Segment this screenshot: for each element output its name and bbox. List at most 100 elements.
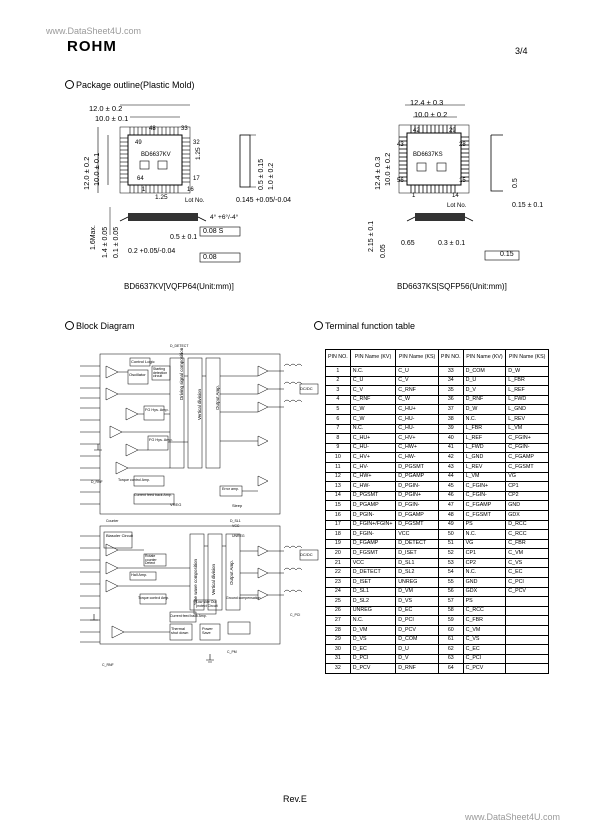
table-cell: 52 [437,548,464,559]
table-cell: N.C. [349,615,397,627]
table-cell: 12 [325,471,351,483]
bd-vertical-div-2: Vertical division [211,563,216,595]
table-cell: N.C. [462,567,507,579]
table-cell: D_V [395,653,439,665]
table-cell: 58 [437,605,464,617]
table-cell: C_PCI [462,653,507,665]
table-cell: D_PCV [395,625,439,636]
table-cell: L_REF [505,385,549,396]
kv-pin-17: 17 [193,176,200,182]
table-cell: 54 [437,567,464,579]
table-cell: D_ISET [349,577,397,588]
table-cell: D_PGIN- [349,509,397,521]
table-cell: D_EC [349,644,397,655]
table-cell: D_FGIN- [395,500,439,511]
bd-pin-c-pm: C_PM [227,650,237,654]
col-pin-no-2: PIN NO. [437,349,464,367]
table-cell [505,663,549,674]
table-cell: D_PGAMP [395,471,439,483]
kv-pin-16: 16 [187,187,194,193]
table-cell: CP2 [505,490,549,502]
table-cell: 37 [437,404,464,415]
table-cell: D_PGIN- [395,481,439,492]
table-cell: 29 [325,634,351,646]
table-cell: D_PCV [349,663,397,674]
table-cell: 16 [325,509,351,521]
bd-biasoler: Biasoler Circuit [106,533,133,538]
ks-height-outer: 12.4 ± 0.3 [373,156,382,190]
bd-vreg: VREG [170,502,182,507]
table-cell: D_COM [462,366,507,377]
table-cell: L_REV [462,461,507,473]
table-cell: C_HW+ [349,471,397,483]
table-cell: C_FGIN- [505,442,549,454]
col-pin-name-ks: PIN Name (KS) [395,349,439,367]
kv-lead-width: 0.2 +0.05/-0.04 [128,248,176,255]
table-cell: 33 [437,366,464,377]
table-cell: C_VS [505,557,549,569]
bd-current-fb: Current feed back Amp. [134,493,172,497]
table-cell: GND [462,577,507,588]
table-cell: C_HW- [395,452,439,463]
table-cell [505,625,549,636]
ks-pin-42: 42 [413,128,420,134]
table-cell: 28 [325,625,351,636]
table-cell: C_HV+ [395,433,439,444]
bd-pin-d-detect: D_DETECT [170,344,189,348]
table-header-row: PIN NO. PIN Name (KV) PIN Name (KS) PIN … [325,349,549,367]
ks-pin-43: 43 [397,142,404,148]
ks-pitch-a: 0.65 [401,240,415,247]
table-cell [505,605,549,617]
table-cell: C_FGSMT [462,509,507,521]
table-cell: C_PCI [505,577,549,588]
bd-ground-comp: Ground compensation [226,596,261,600]
kv-standoff: 0.1 ± 0.05 [113,226,120,258]
table-cell: L_FBR [462,423,507,435]
table-cell: 11 [325,461,351,473]
table-cell: 42 [437,452,464,463]
table-cell: C_RCC [505,529,549,540]
ks-width-inner: 10.0 ± 0.2 [414,110,448,119]
ks-side: 0.5 [512,178,519,188]
kv-pin-32: 32 [193,140,200,146]
bd-pin-c-rnf: C_RNF [102,663,114,667]
table-cell: C_HU+ [395,404,439,415]
bd-pin-c-pci: C_PCI [290,613,301,617]
table-cell: 6 [325,413,351,425]
ks-lot: Lot No. [447,203,467,209]
table-cell: C_RCC [462,605,507,617]
table-cell: 14 [325,490,351,502]
table-cell: C_PCV [462,663,507,674]
bd-pin-vcc: VCC [232,524,240,528]
table-cell: L_REV [505,413,549,425]
kv-width-inner: 10.0 ± 0.1 [95,114,129,123]
table-cell: PS [462,519,507,531]
table-cell: 17 [325,519,351,531]
table-cell: 22 [325,567,351,579]
bd-output-amp-2: Output Amp. [229,559,234,585]
table-cell: D_W [505,366,549,377]
kv-side-1: 0.5 ± 0.15 [258,158,265,190]
table-cell: 36 [437,394,464,406]
kv-pitch: 1.25 [155,194,168,201]
bd-dcdc-1: DC/DC [300,386,313,391]
table-cell: 48 [437,509,464,521]
bd-hall-amp: Hall Amp. [131,573,148,577]
table-cell: 62 [437,644,464,655]
table-cell: 26 [325,605,351,617]
table-cell: 1 [325,366,351,377]
table-cell: D_PGIN+ [395,490,439,502]
table-cell: D_PGSMT [395,461,439,473]
table-cell: 59 [437,615,464,627]
table-cell: CP1 [505,481,549,492]
watermark-bottom: www.DataSheet4U.com [465,812,561,822]
table-cell: D_PGSMT [349,490,397,502]
